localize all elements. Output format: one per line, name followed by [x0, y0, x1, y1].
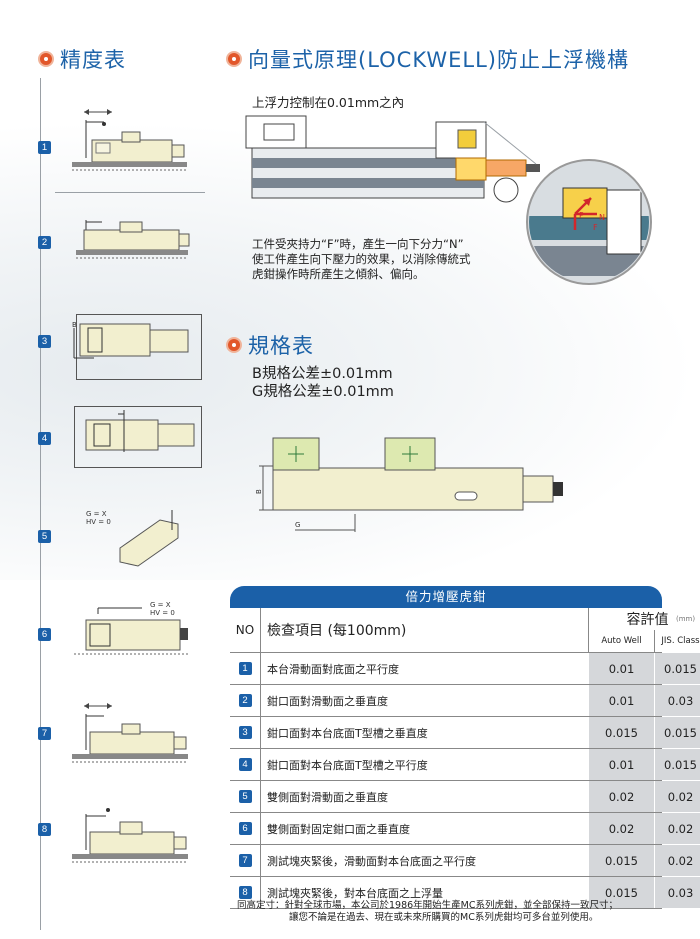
section-bullet-icon — [226, 51, 242, 67]
row-item: 鉗口面對本台底面T型槽之平行度 — [260, 749, 588, 780]
unit-label: (mm) — [676, 615, 696, 623]
footnote: 同高定寸：針對全球市場，本公司於1986年開始生產MC系列虎鉗，並全部保持一致尺… — [237, 900, 619, 923]
row-autowell: 0.01 — [588, 653, 654, 684]
row-autowell: 0.015 — [588, 717, 654, 748]
row-autowell: 0.015 — [588, 877, 654, 908]
label-n: N — [599, 213, 605, 222]
separator — [55, 192, 205, 193]
lockwell-title: 向量式原理(LOCKWELL)防止上浮機構 — [248, 48, 629, 72]
diagram-4 — [85, 410, 195, 452]
row-item: 測試塊夾緊後，對本台底面之上浮量 — [260, 877, 588, 908]
diagram-8 — [72, 808, 188, 863]
item-badge-8: 8 — [38, 823, 51, 836]
row-jis: 0.015 — [654, 749, 700, 780]
row-number-badge: 7 — [238, 854, 252, 867]
label-p: P — [579, 211, 584, 220]
item-badge-7: 7 — [38, 727, 51, 740]
svg-text:B: B — [72, 321, 77, 329]
row-autowell: 0.01 — [588, 749, 654, 780]
lockwell-mechanism-drawing — [245, 115, 540, 203]
left-divider — [40, 78, 41, 930]
row-item: 鉗口面對本台底面T型槽之垂直度 — [260, 717, 588, 748]
row-jis: 0.02 — [654, 813, 700, 844]
spec-title: 規格表 — [248, 334, 314, 358]
row-item: 雙側面對固定鉗口面之垂直度 — [260, 813, 588, 844]
spec-g-line: G規格公差±0.01mm — [252, 384, 394, 400]
row-number-badge: 5 — [238, 790, 252, 803]
row-autowell: 0.015 — [588, 845, 654, 876]
diagram-2 — [76, 220, 190, 259]
row-number-badge: 4 — [238, 758, 252, 771]
spec-b-line: B規格公差±0.01mm — [252, 366, 393, 382]
col-no: NO — [235, 623, 255, 637]
row-number-badge: 8 — [238, 886, 252, 899]
row-item: 鉗口面對滑動面之垂直度 — [260, 685, 588, 716]
section-bullet-icon — [38, 51, 54, 67]
row-item: 測試塊夾緊後，滑動面對本台底面之平行度 — [260, 845, 588, 876]
row-number-badge: 1 — [238, 662, 252, 675]
col-autowell: Auto Well — [588, 630, 654, 652]
row-jis: 0.015 — [654, 717, 700, 748]
zoom-connector — [483, 121, 537, 165]
diagram-6 — [74, 607, 188, 655]
row-jis: 0.03 — [654, 685, 700, 716]
row-item: 雙側面對滑動面之垂直度 — [260, 781, 588, 812]
item-badge-2: 2 — [38, 236, 51, 249]
precision-table: 倍力增壓虎鉗 NO 檢查項目 (每100mm) 容許值 (mm) Auto We… — [230, 586, 700, 909]
col-item: 檢查項目 (每100mm) — [260, 608, 588, 652]
row-jis: 0.015 — [654, 653, 700, 684]
row-number-badge: 2 — [238, 694, 252, 707]
diagram-3: B — [72, 321, 189, 359]
diagram-4-frame — [74, 406, 202, 468]
row-jis: 0.02 — [654, 845, 700, 876]
diagram-3-frame — [76, 314, 202, 380]
lockwell-detail-zoom: P N F — [526, 159, 652, 285]
diagram-1 — [72, 109, 187, 171]
table-header: NO 檢查項目 (每100mm) 容許值 (mm) Auto Well JIS.… — [230, 608, 700, 653]
row-autowell: 0.02 — [588, 813, 654, 844]
diagram-5 — [119, 510, 179, 567]
spec-heading: 規格表 — [226, 330, 314, 360]
spec-vise-drawing: B G — [255, 437, 563, 532]
diagram-7 — [72, 703, 188, 763]
item-badge-4: 4 — [38, 432, 51, 445]
row-autowell: 0.02 — [588, 781, 654, 812]
label-f: F — [593, 223, 598, 232]
spec-lines: B規格公差±0.01mm G規格公差±0.01mm — [252, 365, 394, 401]
item-badge-6: 6 — [38, 628, 51, 641]
table-title: 倍力增壓虎鉗 — [230, 586, 662, 608]
row-number-badge: 6 — [238, 822, 252, 835]
item-badge-1: 1 — [38, 141, 51, 154]
row-item: 本台滑動面對底面之平行度 — [260, 653, 588, 684]
lockwell-subtitle: 上浮力控制在0.01mm之內 — [252, 95, 405, 110]
dim-b-label: B — [255, 489, 263, 494]
item-badge-5: 5 — [38, 530, 51, 543]
lockwell-heading: 向量式原理(LOCKWELL)防止上浮機構 — [226, 44, 629, 74]
col-tolerance: 容許值 — [588, 608, 700, 630]
row-jis: 0.03 — [654, 877, 700, 908]
lockwell-description: 工件受夾持力“F”時，產生一向下分力“N” 使工件產生向下壓力的效果，以消除傳統… — [252, 237, 471, 281]
row-autowell: 0.01 — [588, 685, 654, 716]
row-number-badge: 3 — [238, 726, 252, 739]
precision-title: 精度表 — [60, 48, 126, 72]
row-jis: 0.02 — [654, 781, 700, 812]
section-bullet-icon — [226, 337, 242, 353]
precision-heading: 精度表 — [38, 44, 126, 74]
col-jis: JIS. Class — [654, 630, 700, 652]
item-badge-3: 3 — [38, 335, 51, 348]
dim-g-label: G — [295, 521, 300, 529]
